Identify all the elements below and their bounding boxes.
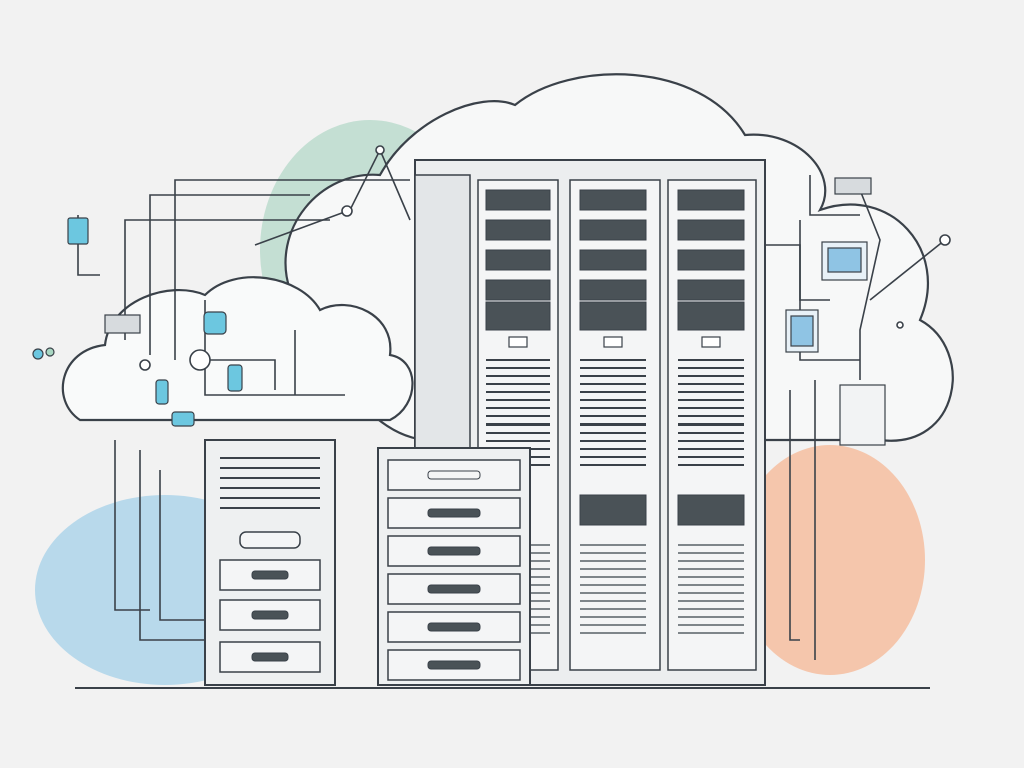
monitor-screen <box>790 315 814 347</box>
network-nodes <box>139 145 951 371</box>
drawer-handle <box>239 531 301 549</box>
server-handle <box>508 336 528 348</box>
server-screen <box>579 249 647 271</box>
server-screen <box>579 494 647 526</box>
small-modules <box>104 177 886 446</box>
database-icon <box>67 217 89 245</box>
network-node-icon <box>189 349 211 371</box>
server-screen <box>579 189 647 211</box>
panel-icon <box>839 384 886 446</box>
database-icon <box>171 411 195 427</box>
server-handle <box>603 336 623 348</box>
server-screen <box>677 301 745 331</box>
server-screen <box>677 494 745 526</box>
server-screen <box>485 301 551 331</box>
database-icon <box>227 364 243 392</box>
server-screen <box>579 279 647 301</box>
file-cabinet-icon <box>204 439 531 686</box>
drawer-handle <box>427 622 481 632</box>
drawer-handle <box>427 470 481 480</box>
server-screen <box>579 301 647 331</box>
network-node-icon <box>896 321 904 329</box>
network-node-icon <box>375 145 385 155</box>
server-screen <box>485 249 551 271</box>
network-node-icon <box>939 234 951 246</box>
server-screen <box>677 249 745 271</box>
dot-icon <box>45 347 55 357</box>
server-screen <box>485 189 551 211</box>
server-screen <box>485 219 551 241</box>
server-screen <box>485 279 551 301</box>
server-screen <box>579 219 647 241</box>
database-icon <box>155 379 169 405</box>
drawer-handle <box>427 508 481 518</box>
server-screen <box>677 189 745 211</box>
monitor-screen <box>827 247 862 273</box>
drawer-handle <box>251 610 289 620</box>
server-handle <box>701 336 721 348</box>
module-icon <box>104 314 141 334</box>
orange-blob <box>735 445 925 675</box>
drawer-handle <box>251 570 289 580</box>
drawer-handle <box>427 584 481 594</box>
module-icon <box>834 177 872 195</box>
database-icon <box>203 311 227 335</box>
network-node-icon <box>139 359 151 371</box>
drawer-handle <box>427 660 481 670</box>
server-screen <box>677 219 745 241</box>
drawer-handle <box>427 546 481 556</box>
drawer-handle <box>251 652 289 662</box>
server-screen <box>677 279 745 301</box>
network-node-icon <box>341 205 353 217</box>
dot-icon <box>32 348 44 360</box>
device-icons <box>32 217 243 427</box>
network-lines <box>77 148 946 660</box>
